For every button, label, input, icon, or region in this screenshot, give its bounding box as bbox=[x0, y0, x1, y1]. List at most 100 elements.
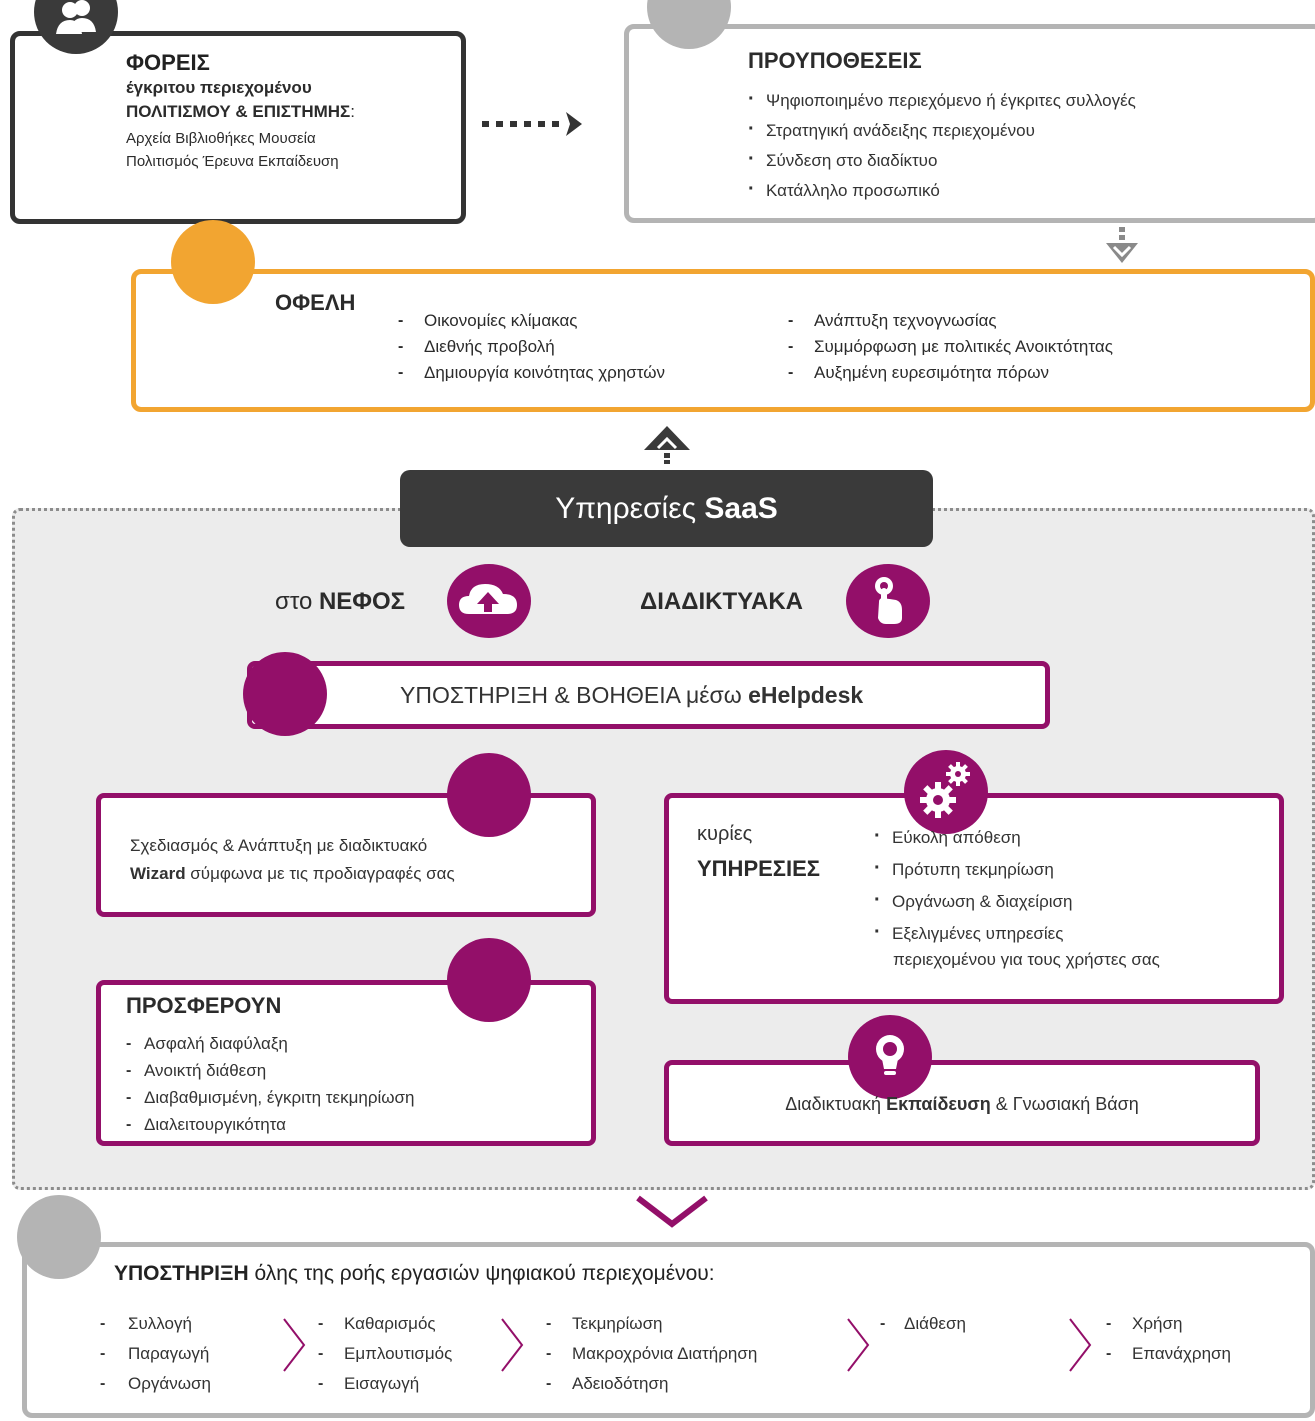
lightbulb-icon bbox=[876, 1035, 904, 1075]
main-services-circle bbox=[904, 750, 988, 834]
cloud-bold: ΝΕΦΟΣ bbox=[318, 588, 406, 615]
offer-item: Ασφαλή διαφύλαξη bbox=[126, 1030, 415, 1057]
prerequisites-text: ΠΡΟΥΠΟΘΕΣΕΙΣ Ψηφιοποιημένο περιεχόμενο ή… bbox=[748, 48, 1308, 206]
training-box bbox=[664, 1060, 1260, 1146]
prerequisites-title: ΠΡΟΥΠΟΘΕΣΕΙΣ bbox=[748, 48, 922, 73]
offer-item: Ανοικτή διάθεση bbox=[126, 1057, 415, 1084]
providers-icon-circle bbox=[34, 0, 118, 54]
wizard-circle bbox=[447, 753, 531, 837]
workflow-step: Καθαρισμός bbox=[318, 1309, 452, 1339]
prerequisites-item: Σύνδεση στο διαδίκτυο bbox=[748, 144, 1308, 176]
main-services-continuation: περιεχομένου για τους χρήστες σας bbox=[893, 950, 1160, 969]
workflow-bold: ΥΠΟΣΤΗΡΙΞΗ bbox=[114, 1262, 249, 1285]
workflow-rest: όλης της ροής εργασιών ψηφιακού περιεχομ… bbox=[248, 1262, 715, 1285]
providers-title: ΦΟΡΕΙΣ bbox=[126, 50, 210, 75]
training-text: Διαδικτυακή Εκπαίδευση & Γνωσιακή Βάση bbox=[664, 1094, 1260, 1115]
prerequisites-item: Ψηφιοποιημένο περιεχόμενο ή έγκριτες συλ… bbox=[748, 84, 1308, 116]
workflow-group-1: Συλλογή Παραγωγή Οργάνωση bbox=[100, 1309, 211, 1399]
providers-line4: Πολιτισμός Έρευνα Εκπαίδευση bbox=[126, 153, 339, 170]
training-prefix: Διαδικτυακή bbox=[785, 1094, 887, 1114]
benefits-col1: Οικονομίες κλίμακας Διεθνής προβολή Δημι… bbox=[398, 308, 665, 386]
workflow-circle bbox=[17, 1195, 101, 1279]
chevron-right-icon bbox=[501, 1318, 524, 1372]
wizard-line1: Σχεδιασμός & Ανάπτυξη με διαδικτυακό bbox=[130, 836, 428, 855]
offer-list: Ασφαλή διαφύλαξη Ανοικτή διάθεση Διαβαθμ… bbox=[126, 1030, 415, 1138]
prerequisites-box bbox=[624, 24, 1315, 223]
online-circle bbox=[846, 564, 930, 638]
main-services-item: Εύκολη απόθεση bbox=[874, 820, 1072, 854]
workflow-group-2: Καθαρισμός Εμπλουτισμός Εισαγωγή bbox=[318, 1309, 452, 1399]
prerequisites-item: Στρατηγική ανάδειξης περιεχομένου bbox=[748, 114, 1308, 146]
workflow-group-5: Χρήση Επανάχρηση bbox=[1106, 1309, 1231, 1369]
cloud-label: στο ΝΕΦΟΣ bbox=[275, 588, 405, 616]
helpdesk-circle bbox=[243, 652, 327, 736]
benefits-box bbox=[131, 269, 1315, 412]
providers-line1: έγκριτου περιεχομένου bbox=[126, 78, 312, 97]
providers-box bbox=[10, 31, 466, 224]
chevron-right-icon bbox=[847, 1318, 870, 1372]
saas-bold: SaaS bbox=[704, 492, 778, 525]
workflow-step: Τεκμηρίωση bbox=[546, 1309, 757, 1339]
workflow-step: Εμπλουτισμός bbox=[318, 1339, 452, 1369]
touch-hand-icon bbox=[875, 577, 902, 624]
online-label: ΔΙΑΔΙΚΤΥΑΚΑ bbox=[640, 588, 803, 615]
workflow-group-4: Διάθεση bbox=[880, 1309, 966, 1339]
workflow-step: Εισαγωγή bbox=[318, 1369, 452, 1399]
chevron-right-icon bbox=[283, 1318, 306, 1372]
main-services-title: ΥΠΗΡΕΣΙΕΣ bbox=[697, 856, 820, 881]
main-services-item: Πρότυπη τεκμηρίωση bbox=[874, 852, 1072, 886]
offer-item: Διαβαθμισμένη, έγκριτη τεκμηρίωση bbox=[126, 1084, 415, 1111]
workflow-step: Παραγωγή bbox=[100, 1339, 211, 1369]
providers-line2: ΠΟΛΙΤΙΣΜΟΥ & ΕΠΙΣΤΗΜΗΣ bbox=[126, 102, 351, 121]
workflow-step: Επανάχρηση bbox=[1106, 1339, 1231, 1369]
training-circle bbox=[848, 1015, 932, 1099]
prerequisites-list: Ψηφιοποιημένο περιεχόμενο ή έγκριτες συλ… bbox=[748, 84, 1308, 206]
wizard-text: Σχεδιασμός & Ανάπτυξη με διαδικτυακό Wiz… bbox=[130, 832, 455, 888]
benefit-item: Ανάπτυξη τεχνογνωσίας bbox=[788, 308, 1113, 334]
cloud-prefix: στο bbox=[275, 588, 319, 615]
wizard-line2: σύμφωνα με τις προδιαγραφές σας bbox=[185, 864, 455, 883]
providers-line3: Αρχεία Βιβλιοθήκες Μουσεία bbox=[126, 130, 316, 147]
benefits-col2: Ανάπτυξη τεχνογνωσίας Συμμόρφωση με πολι… bbox=[788, 308, 1113, 386]
workflow-step: Οργάνωση bbox=[100, 1369, 211, 1399]
main-services-item: Οργάνωση & διαχείριση bbox=[874, 884, 1072, 918]
offer-circle bbox=[447, 938, 531, 1022]
benefit-item: Αυξημένη ευρεσιμότητα πόρων bbox=[788, 360, 1113, 386]
gears-icon bbox=[920, 762, 970, 818]
saas-header: Υπηρεσίες SaaS bbox=[400, 470, 933, 547]
helpdesk-prefix: ΥΠΟΣΤΗΡΙΞΗ & ΒΟΗΘΕΙΑ μέσω bbox=[400, 682, 749, 708]
workflow-step: Χρήση bbox=[1106, 1309, 1231, 1339]
wizard-bold: Wizard bbox=[130, 864, 186, 883]
workflow-step: Μακροχρόνια Διατήρηση bbox=[546, 1339, 757, 1369]
cloud-circle bbox=[447, 564, 531, 638]
workflow-step: Συλλογή bbox=[100, 1309, 211, 1339]
providers-line2-suffix: : bbox=[350, 102, 355, 121]
prerequisites-item: Κατάλληλο προσωπικό bbox=[748, 174, 1308, 206]
main-services-item: Εξελιγμένες υπηρεσίες bbox=[874, 916, 1072, 950]
workflow-step: Αδειοδότηση bbox=[546, 1369, 757, 1399]
benefit-item: Συμμόρφωση με πολιτικές Ανοικτότητας bbox=[788, 334, 1113, 360]
training-bold: Εκπαίδευση bbox=[886, 1094, 991, 1114]
helpdesk-text: ΥΠΟΣΤΗΡΙΞΗ & ΒΟΗΘΕΙΑ μέσω eHelpdesk bbox=[400, 682, 863, 709]
saas-prefix: Υπηρεσίες bbox=[555, 492, 705, 525]
chevron-right-icon bbox=[1069, 1318, 1092, 1372]
benefits-circle bbox=[171, 220, 255, 304]
helpdesk-bold: eHelpdesk bbox=[748, 682, 864, 708]
benefit-item: Διεθνής προβολή bbox=[398, 334, 665, 360]
benefit-item: Δημιουργία κοινότητας χρηστών bbox=[398, 360, 665, 386]
people-icon bbox=[56, 0, 96, 34]
providers-text: ΦΟΡΕΙΣ έγκριτου περιεχομένου ΠΟΛΙΤΙΣΜΟΥ … bbox=[126, 50, 456, 170]
arrow-down-icon bbox=[1106, 227, 1138, 263]
chevron-down-icon bbox=[636, 1195, 708, 1228]
workflow-step: Διάθεση bbox=[880, 1309, 966, 1339]
dotted-arrow-right bbox=[482, 112, 582, 136]
main-services-list: Εύκολη απόθεση Πρότυπη τεκμηρίωση Οργάνω… bbox=[874, 820, 1072, 950]
offer-item: Διαλειτουργικότητα bbox=[126, 1111, 415, 1138]
offer-title: ΠΡΟΣΦΕΡΟΥΝ bbox=[126, 993, 282, 1018]
main-services-small: κυρίες bbox=[697, 823, 753, 845]
arrow-up-icon bbox=[644, 426, 690, 464]
workflow-group-3: Τεκμηρίωση Μακροχρόνια Διατήρηση Αδειοδό… bbox=[546, 1309, 757, 1399]
benefit-item: Οικονομίες κλίμακας bbox=[398, 308, 665, 334]
benefits-title: ΟΦΕΛΗ bbox=[275, 290, 356, 315]
cloud-upload-icon bbox=[459, 584, 517, 614]
